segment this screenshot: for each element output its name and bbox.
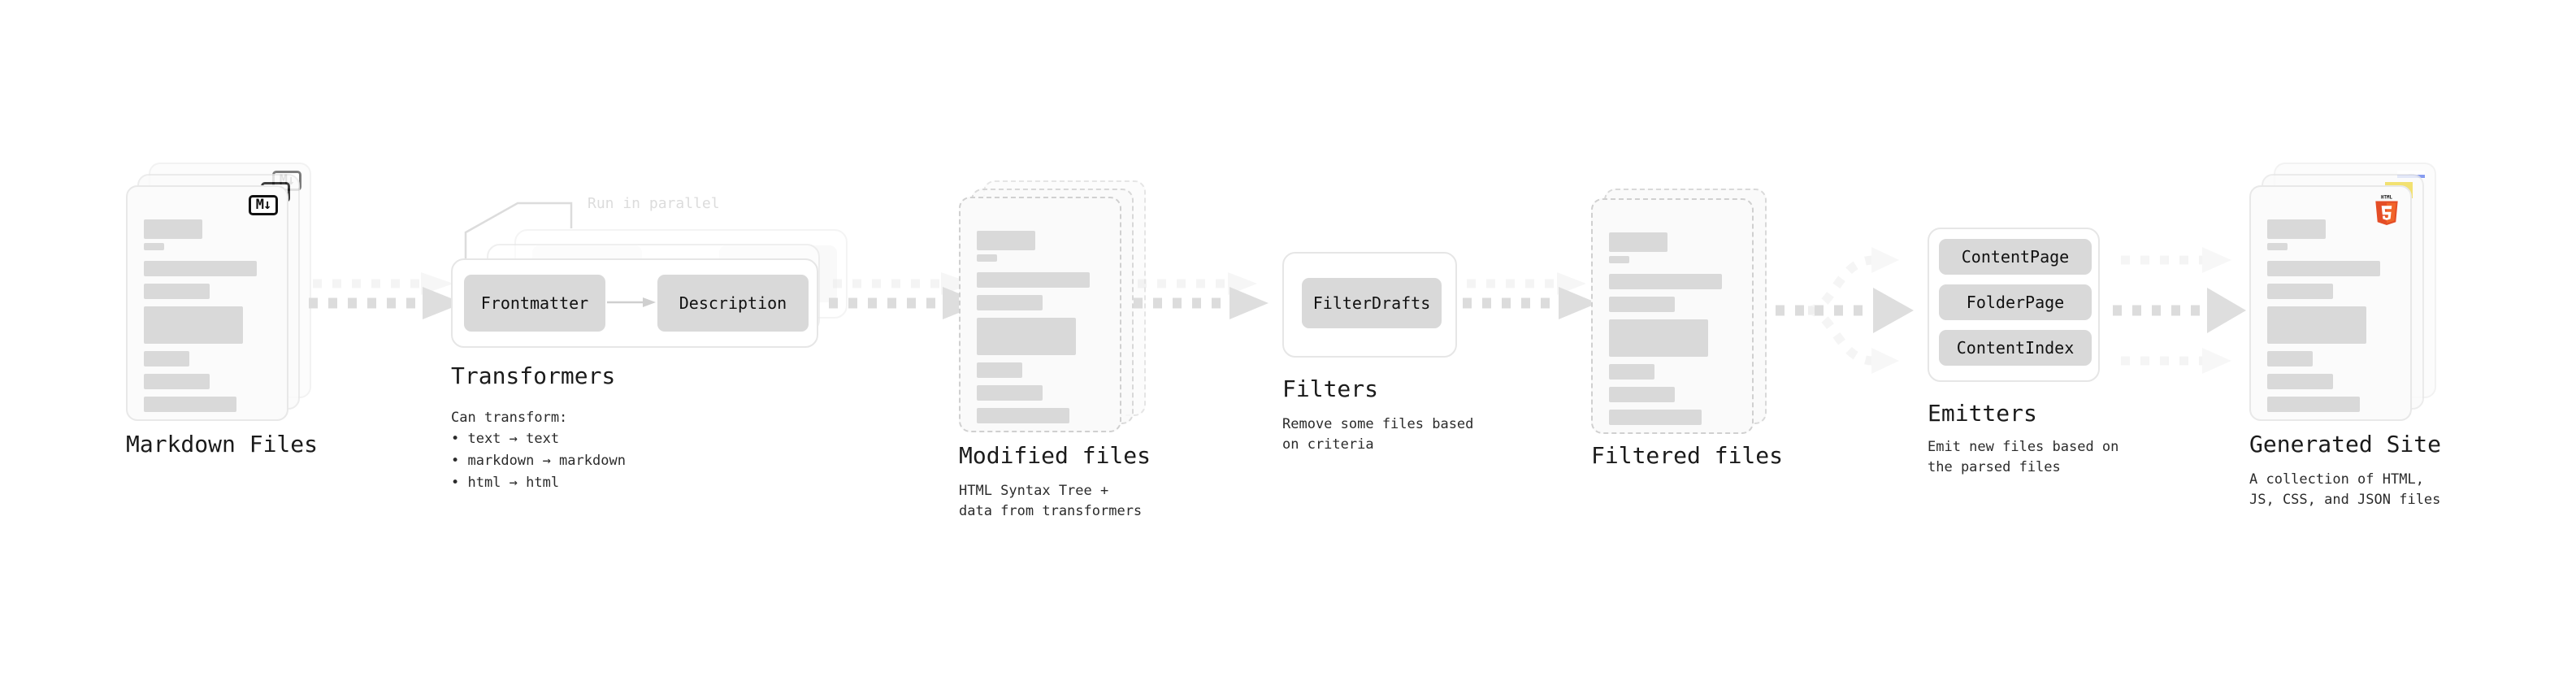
connector-emitters-to-site	[2113, 247, 2246, 374]
transformer-layer-1: Frontmatter Description	[451, 258, 818, 348]
placeholder-line	[977, 362, 1023, 378]
placeholder-line	[2267, 306, 2366, 344]
placeholder-line	[977, 272, 1090, 288]
modified-card-front	[959, 197, 1121, 432]
placeholder-line	[2267, 261, 2380, 276]
transformer-chip-description[interactable]: Description	[657, 275, 809, 332]
stage-title-emitters: Emitters	[1928, 400, 2037, 427]
placeholder-line	[1609, 297, 1676, 312]
modified-caption: HTML Syntax Tree + data from transformer…	[959, 483, 1143, 519]
connector-modified-to-filters	[1134, 272, 1268, 319]
transformers-caption-item-1: • markdown → markdown	[451, 453, 626, 469]
placeholder-line	[144, 397, 236, 412]
transformers-caption-head: Can transform:	[451, 410, 568, 426]
connector-filters-to-filtered	[1463, 272, 1598, 319]
modified-card-stack	[959, 180, 1146, 440]
placeholder-line	[1609, 364, 1655, 380]
stage-modified-files: Modified files HTML Syntax Tree + data f…	[959, 180, 1151, 519]
svg-text:HTML: HTML	[2381, 195, 2392, 200]
stage-generated-site: CSS HTML	[2249, 163, 2441, 508]
placeholder-line	[977, 254, 997, 262]
parallel-label: Run in parallel	[588, 195, 720, 212]
placeholder-line	[144, 284, 210, 299]
markdown-card-stack: M↓ M↓ M↓	[126, 163, 313, 423]
placeholder-line	[2267, 219, 2326, 239]
placeholder-line	[2267, 243, 2288, 250]
placeholder-lines	[2267, 219, 2394, 419]
placeholder-line	[2267, 351, 2314, 367]
placeholder-lines	[1609, 232, 1736, 432]
placeholder-line	[1609, 387, 1676, 402]
stage-title-filters: Filters	[1282, 375, 1379, 402]
generated-card-front: HTML	[2249, 185, 2412, 421]
stage-title-transformers: Transformers	[451, 362, 616, 389]
filtered-card-front	[1591, 198, 1754, 434]
placeholder-line	[977, 408, 1069, 423]
placeholder-lines	[144, 219, 271, 419]
placeholder-line	[1609, 256, 1629, 263]
emitters-group-box: ContentPage FolderPage ContentIndex	[1928, 228, 2100, 382]
stage-title-generated: Generated Site	[2249, 431, 2442, 458]
placeholder-line	[144, 351, 190, 367]
emitter-chip-contentindex[interactable]: ContentIndex	[1939, 330, 2092, 366]
generated-card-stack: CSS HTML	[2249, 163, 2436, 423]
transformer-arrow-1	[607, 297, 656, 307]
placeholder-line	[2267, 397, 2360, 412]
generated-caption: A collection of HTML, JS, CSS, and JSON …	[2249, 471, 2441, 508]
filters-caption: Remove some files based on criteria	[1282, 416, 1474, 453]
emitters-caption: Emit new files based on the parsed files	[1928, 439, 2119, 475]
placeholder-line	[144, 261, 257, 276]
placeholder-line	[144, 219, 202, 239]
parallel-bracket	[464, 202, 573, 267]
placeholder-line	[144, 243, 164, 250]
connector-markdown-to-transformers	[309, 272, 463, 319]
placeholder-line	[1609, 319, 1708, 357]
placeholder-line	[977, 318, 1076, 355]
filtered-card-stack	[1591, 189, 1778, 440]
stage-title-filtered: Filtered files	[1591, 442, 1784, 469]
transformers-caption-item-0: • text → text	[451, 431, 560, 447]
placeholder-line	[2267, 374, 2334, 389]
placeholder-line	[977, 231, 1035, 250]
connector-filtered-to-emitters	[1776, 247, 1914, 374]
markdown-badge-icon: M↓	[249, 195, 278, 215]
html5-badge-icon: HTML	[2375, 195, 2398, 225]
placeholder-line	[977, 295, 1043, 310]
placeholder-line	[2267, 284, 2334, 299]
markdown-card-front: M↓	[126, 185, 288, 421]
transformers-caption-item-2: • html → html	[451, 475, 560, 491]
emitter-chip-contentpage[interactable]: ContentPage	[1939, 239, 2092, 275]
stage-title-modified: Modified files	[959, 442, 1151, 469]
placeholder-line	[1609, 410, 1702, 425]
filters-group-box: FilterDrafts	[1282, 252, 1457, 358]
stage-markdown-files: M↓ M↓ M↓ Markdown Files	[126, 163, 318, 458]
transformer-chip-frontmatter[interactable]: Frontmatter	[464, 275, 605, 332]
placeholder-line	[1609, 274, 1722, 289]
emitter-chip-folderpage[interactable]: FolderPage	[1939, 284, 2092, 320]
stage-filtered-files: Filtered files	[1591, 189, 1783, 469]
stage-title-markdown: Markdown Files	[126, 431, 319, 458]
placeholder-line	[1609, 232, 1667, 252]
placeholder-line	[144, 374, 210, 389]
filter-chip-filterdrafts[interactable]: FilterDrafts	[1302, 278, 1442, 328]
placeholder-lines	[977, 231, 1104, 431]
placeholder-line	[144, 306, 243, 344]
placeholder-line	[977, 385, 1043, 401]
